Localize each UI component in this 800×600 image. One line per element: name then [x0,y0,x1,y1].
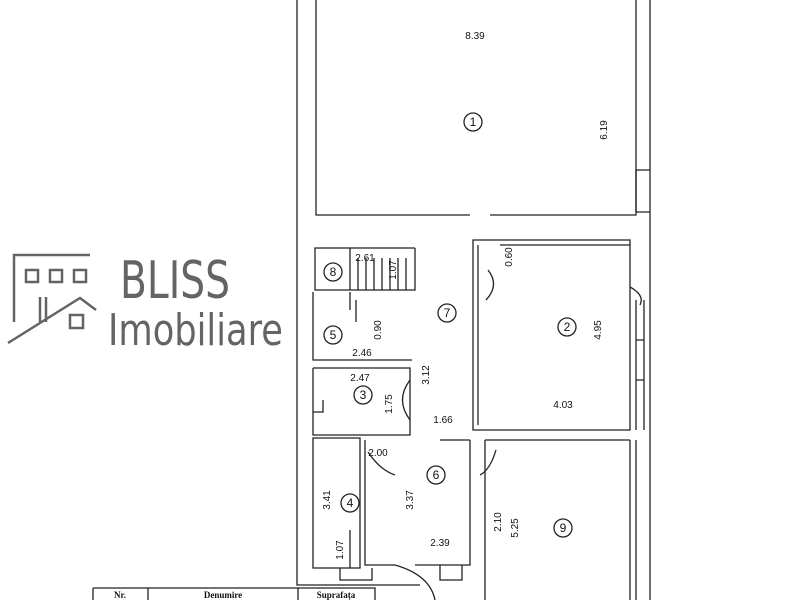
svg-text:0.60: 0.60 [504,247,515,267]
svg-text:2.39: 2.39 [430,538,450,549]
svg-text:2.46: 2.46 [352,348,372,359]
svg-text:2.00: 2.00 [368,448,388,459]
room-label-6: 6 [426,465,446,485]
svg-text:4.03: 4.03 [553,400,573,411]
svg-text:1.07: 1.07 [335,540,346,560]
svg-text:1.66: 1.66 [433,415,453,426]
svg-text:6.19: 6.19 [599,120,610,140]
room-numbers: 1 2 3 4 5 6 7 8 9 [323,112,577,538]
room-label-4: 4 [340,493,360,513]
room-label-7: 7 [437,303,457,323]
svg-text:1.07: 1.07 [388,260,399,280]
svg-text:4: 4 [347,496,354,510]
svg-text:4.95: 4.95 [593,320,604,340]
svg-text:1: 1 [470,115,477,129]
table-header-nr: Nr. [114,590,126,600]
svg-text:8: 8 [330,265,337,279]
svg-text:0.90: 0.90 [373,320,384,340]
svg-text:7: 7 [444,306,451,320]
svg-text:Imobiliare: Imobiliare [108,305,283,356]
svg-text:8.39: 8.39 [465,31,485,42]
room-label-8: 8 [323,262,343,282]
svg-text:3: 3 [360,388,367,402]
room-label-3: 3 [353,385,373,405]
svg-text:5.25: 5.25 [510,518,521,538]
room-label-1: 1 [463,112,483,132]
bliss-logo: BLISS Imobiliare [7,251,283,356]
svg-text:5: 5 [330,328,337,342]
table-header-denumire: Denumire [204,590,242,600]
svg-text:3.12: 3.12 [421,365,432,385]
svg-text:BLISS: BLISS [120,251,230,311]
svg-text:2.47: 2.47 [350,373,370,384]
svg-text:2.61: 2.61 [355,253,375,264]
svg-text:3.41: 3.41 [322,490,333,510]
room-table: Nr. Denumire Suprafața [92,587,376,600]
svg-text:1.75: 1.75 [384,394,395,414]
room-label-5: 5 [323,325,343,345]
svg-text:2: 2 [564,320,571,334]
svg-text:9: 9 [560,521,567,535]
svg-text:2.10: 2.10 [493,512,504,532]
svg-text:3.37: 3.37 [405,490,416,510]
room-label-2: 2 [557,317,577,337]
table-header-suprafata: Suprafața [317,590,356,600]
room-label-9: 9 [553,518,573,538]
house-logo-icon [7,253,97,345]
dimension-labels: 8.39 6.19 2.61 1.07 0.60 0.90 2.46 4.95 … [322,31,610,560]
svg-text:6: 6 [433,468,440,482]
walls [296,0,651,600]
